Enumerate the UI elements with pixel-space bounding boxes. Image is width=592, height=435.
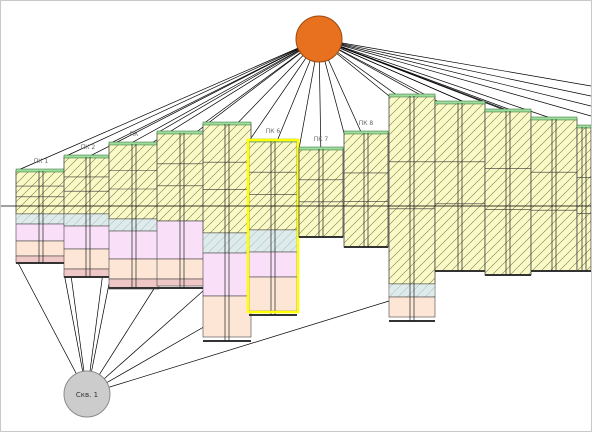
soil-layer xyxy=(388,296,436,318)
column-label: ПК 2 xyxy=(81,144,96,151)
borehole-column-pk7[interactable] xyxy=(298,146,344,238)
layer-overlay xyxy=(203,233,251,253)
hatched-layer xyxy=(108,143,160,220)
top-link xyxy=(318,38,578,128)
top-link xyxy=(15,38,320,172)
soil-layer xyxy=(248,251,298,278)
top-link xyxy=(318,38,592,117)
hatched-layer xyxy=(388,95,436,285)
layer-overlay xyxy=(16,214,66,224)
bottom-link xyxy=(15,258,88,395)
surface-strip xyxy=(156,130,208,135)
soil-layer xyxy=(156,278,208,287)
soil-layer xyxy=(156,220,208,260)
hatched-layer xyxy=(63,156,113,215)
hatched-layer xyxy=(248,140,298,231)
surface-strip xyxy=(15,168,67,173)
column-label: ПК 7 xyxy=(314,136,329,143)
soil-layer xyxy=(108,258,160,280)
surface-strip xyxy=(343,130,389,135)
surface-strip xyxy=(108,141,160,146)
hatched-layer xyxy=(343,132,389,248)
hatched-layer xyxy=(156,132,208,222)
hatched-layer xyxy=(202,123,252,234)
borehole-column-pk4[interactable] xyxy=(156,130,208,289)
soil-layer xyxy=(202,295,252,338)
surface-strip xyxy=(434,100,486,105)
borehole-column-pk11[interactable] xyxy=(484,108,532,276)
surface-strip xyxy=(530,116,578,121)
soil-layer xyxy=(63,225,113,250)
soil-layer xyxy=(63,268,113,278)
surface-strip xyxy=(388,93,436,98)
selection-outline xyxy=(246,138,300,314)
top-node-circle[interactable] xyxy=(295,15,343,63)
hatched-layer xyxy=(530,118,578,272)
layer-overlay xyxy=(64,214,112,226)
soil-layer xyxy=(108,230,160,260)
surface-strip xyxy=(63,154,113,159)
surface-strip xyxy=(202,121,252,126)
hatched-layer xyxy=(15,170,67,215)
top-link xyxy=(318,38,592,97)
top-node-links xyxy=(15,38,592,182)
borehole-column-pk9[interactable] xyxy=(388,93,436,322)
borehole-column-pk13[interactable] xyxy=(576,124,592,272)
soil-layer xyxy=(15,223,67,242)
surface-strip xyxy=(298,146,344,151)
top-link xyxy=(318,38,592,107)
borehole-column-pk6[interactable] xyxy=(246,138,300,316)
bottom-link xyxy=(86,290,204,395)
bottom-node[interactable]: Скв. 1 xyxy=(63,370,111,418)
soil-layer xyxy=(15,240,67,257)
borehole-column-pk5[interactable] xyxy=(202,121,252,342)
borehole-column-pk8[interactable] xyxy=(343,130,389,248)
top-link xyxy=(318,38,592,87)
hatched-layer xyxy=(434,102,486,272)
top-link xyxy=(156,38,320,134)
borehole-column-pk1[interactable] xyxy=(15,168,67,264)
top-link xyxy=(318,38,461,114)
soil-layer xyxy=(202,252,252,297)
layer-overlay xyxy=(389,284,435,297)
layer-overlay xyxy=(109,219,159,231)
column-label: ПК xyxy=(130,131,140,138)
soil-layer xyxy=(248,276,298,312)
column-labels: ПК 1 ПК 2 ПК ПК 6 ПК 7 ПК 8 xyxy=(34,120,374,165)
bottom-node-circle[interactable] xyxy=(63,370,111,418)
surface-strip xyxy=(576,124,592,129)
borehole-column-pk2[interactable] xyxy=(63,154,113,278)
borehole-column-pk3[interactable] xyxy=(108,141,160,290)
soil-layer xyxy=(63,248,113,270)
hatched-layer xyxy=(298,148,344,238)
borehole-columns xyxy=(15,93,592,342)
column-label: ПК 1 xyxy=(34,158,49,165)
surface-strip xyxy=(484,108,532,113)
top-link xyxy=(63,38,320,158)
bottom-link xyxy=(86,300,390,395)
column-label: ПК 8 xyxy=(359,120,374,127)
top-link xyxy=(202,38,320,125)
top-link xyxy=(108,38,320,145)
layer-overlay xyxy=(249,230,297,252)
soil-layer xyxy=(15,255,67,264)
bottom-node-label: Скв. 1 xyxy=(76,391,98,399)
column-label: ПК 6 xyxy=(266,128,281,135)
borehole-column-pk12[interactable] xyxy=(530,116,578,272)
top-node[interactable] xyxy=(295,15,343,63)
hatched-layer xyxy=(484,110,532,276)
hatched-layer xyxy=(576,126,592,272)
soil-layer xyxy=(156,258,208,280)
borehole-column-pk10[interactable] xyxy=(434,100,486,272)
